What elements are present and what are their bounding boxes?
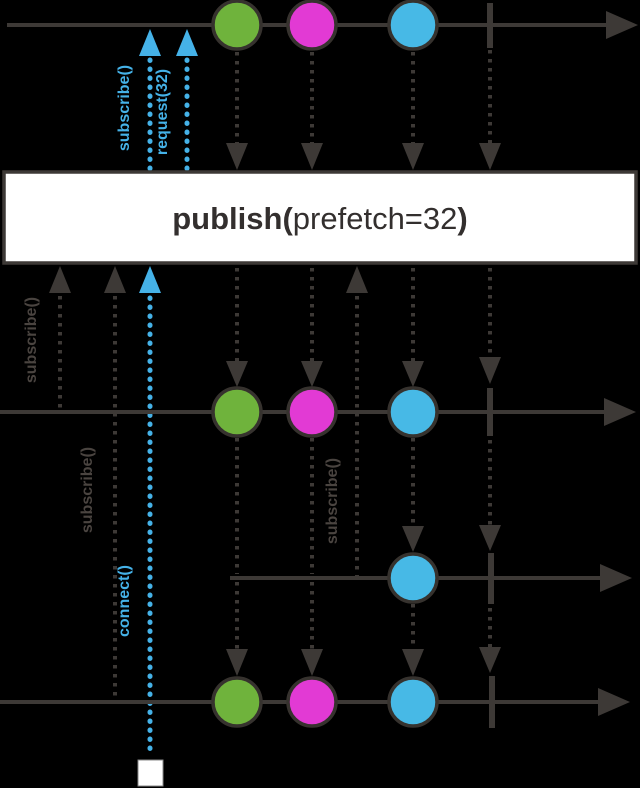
late-subscriber-blue-marble <box>387 552 439 604</box>
down-arrowhead-icon <box>402 361 424 387</box>
operator-box: publish(prefetch=32) <box>2 170 638 265</box>
box-to-subscriber1-events <box>226 268 501 387</box>
operator-argument: prefetch=32 <box>293 201 458 236</box>
up-arrowhead-icon <box>346 266 368 293</box>
downstream-calls: subscribe() subscribe() subscribe() conn… <box>23 266 368 759</box>
source-green-marble <box>211 0 263 51</box>
source-timeline-arrowhead-icon <box>606 11 638 39</box>
down-arrowhead-icon <box>479 357 501 384</box>
subscriber2-timeline <box>0 676 630 728</box>
timeline-arrowhead-icon <box>598 688 630 716</box>
operator-box-title: publish(prefetch=32) <box>172 201 467 236</box>
operator-box-rect <box>2 170 638 265</box>
source-marbles <box>211 0 439 51</box>
subscriber1-to-lower-events <box>226 438 501 676</box>
subscriber2-subscribe-label: subscribe() <box>79 447 96 533</box>
operator-close-paren: ) <box>457 201 467 236</box>
subscriber1-blue-marble <box>387 386 439 438</box>
source-subscribe-label: subscribe() <box>116 65 133 151</box>
down-arrowhead-icon <box>301 361 323 387</box>
timeline-arrowhead-icon <box>604 398 636 426</box>
up-arrowhead-icon <box>139 29 161 56</box>
late-subscriber-subscribe-label: subscribe() <box>324 458 341 544</box>
operator-name: publish( <box>172 201 293 236</box>
down-arrowhead-icon <box>479 143 501 170</box>
upstream-calls: subscribe() request(32) <box>116 29 198 173</box>
late-subscriber-timeline <box>230 552 632 604</box>
down-arrowhead-icon <box>479 525 501 551</box>
source-request-label: request(32) <box>154 69 171 155</box>
source-magenta-marble <box>286 0 338 51</box>
subscriber2-green-marble <box>211 676 263 728</box>
connect-label: connect() <box>116 565 133 637</box>
source-blue-marble <box>387 0 439 51</box>
subscriber2-magenta-marble <box>286 676 338 728</box>
up-arrowhead-icon <box>104 266 126 293</box>
subscriber1-green-marble <box>211 386 263 438</box>
up-arrowhead-icon <box>49 266 71 293</box>
subscriber1-subscribe-label: subscribe() <box>23 297 40 383</box>
subscriber1-timeline <box>0 386 636 438</box>
down-arrowhead-icon <box>226 143 248 170</box>
connect-handle <box>137 759 164 787</box>
subscriber2-blue-marble <box>387 676 439 728</box>
subscriber1-magenta-marble <box>286 386 338 438</box>
source-to-box-events <box>226 50 501 170</box>
down-arrowhead-icon <box>226 649 248 676</box>
down-arrowhead-icon <box>301 143 323 170</box>
up-arrowhead-icon <box>176 29 198 56</box>
down-arrowhead-icon <box>226 361 248 387</box>
down-arrowhead-icon <box>479 647 501 673</box>
down-arrowhead-icon <box>402 526 424 552</box>
up-arrowhead-icon <box>139 266 161 293</box>
down-arrowhead-icon <box>301 649 323 676</box>
down-arrowhead-icon <box>402 143 424 170</box>
timeline-arrowhead-icon <box>600 564 632 592</box>
down-arrowhead-icon <box>402 649 424 676</box>
